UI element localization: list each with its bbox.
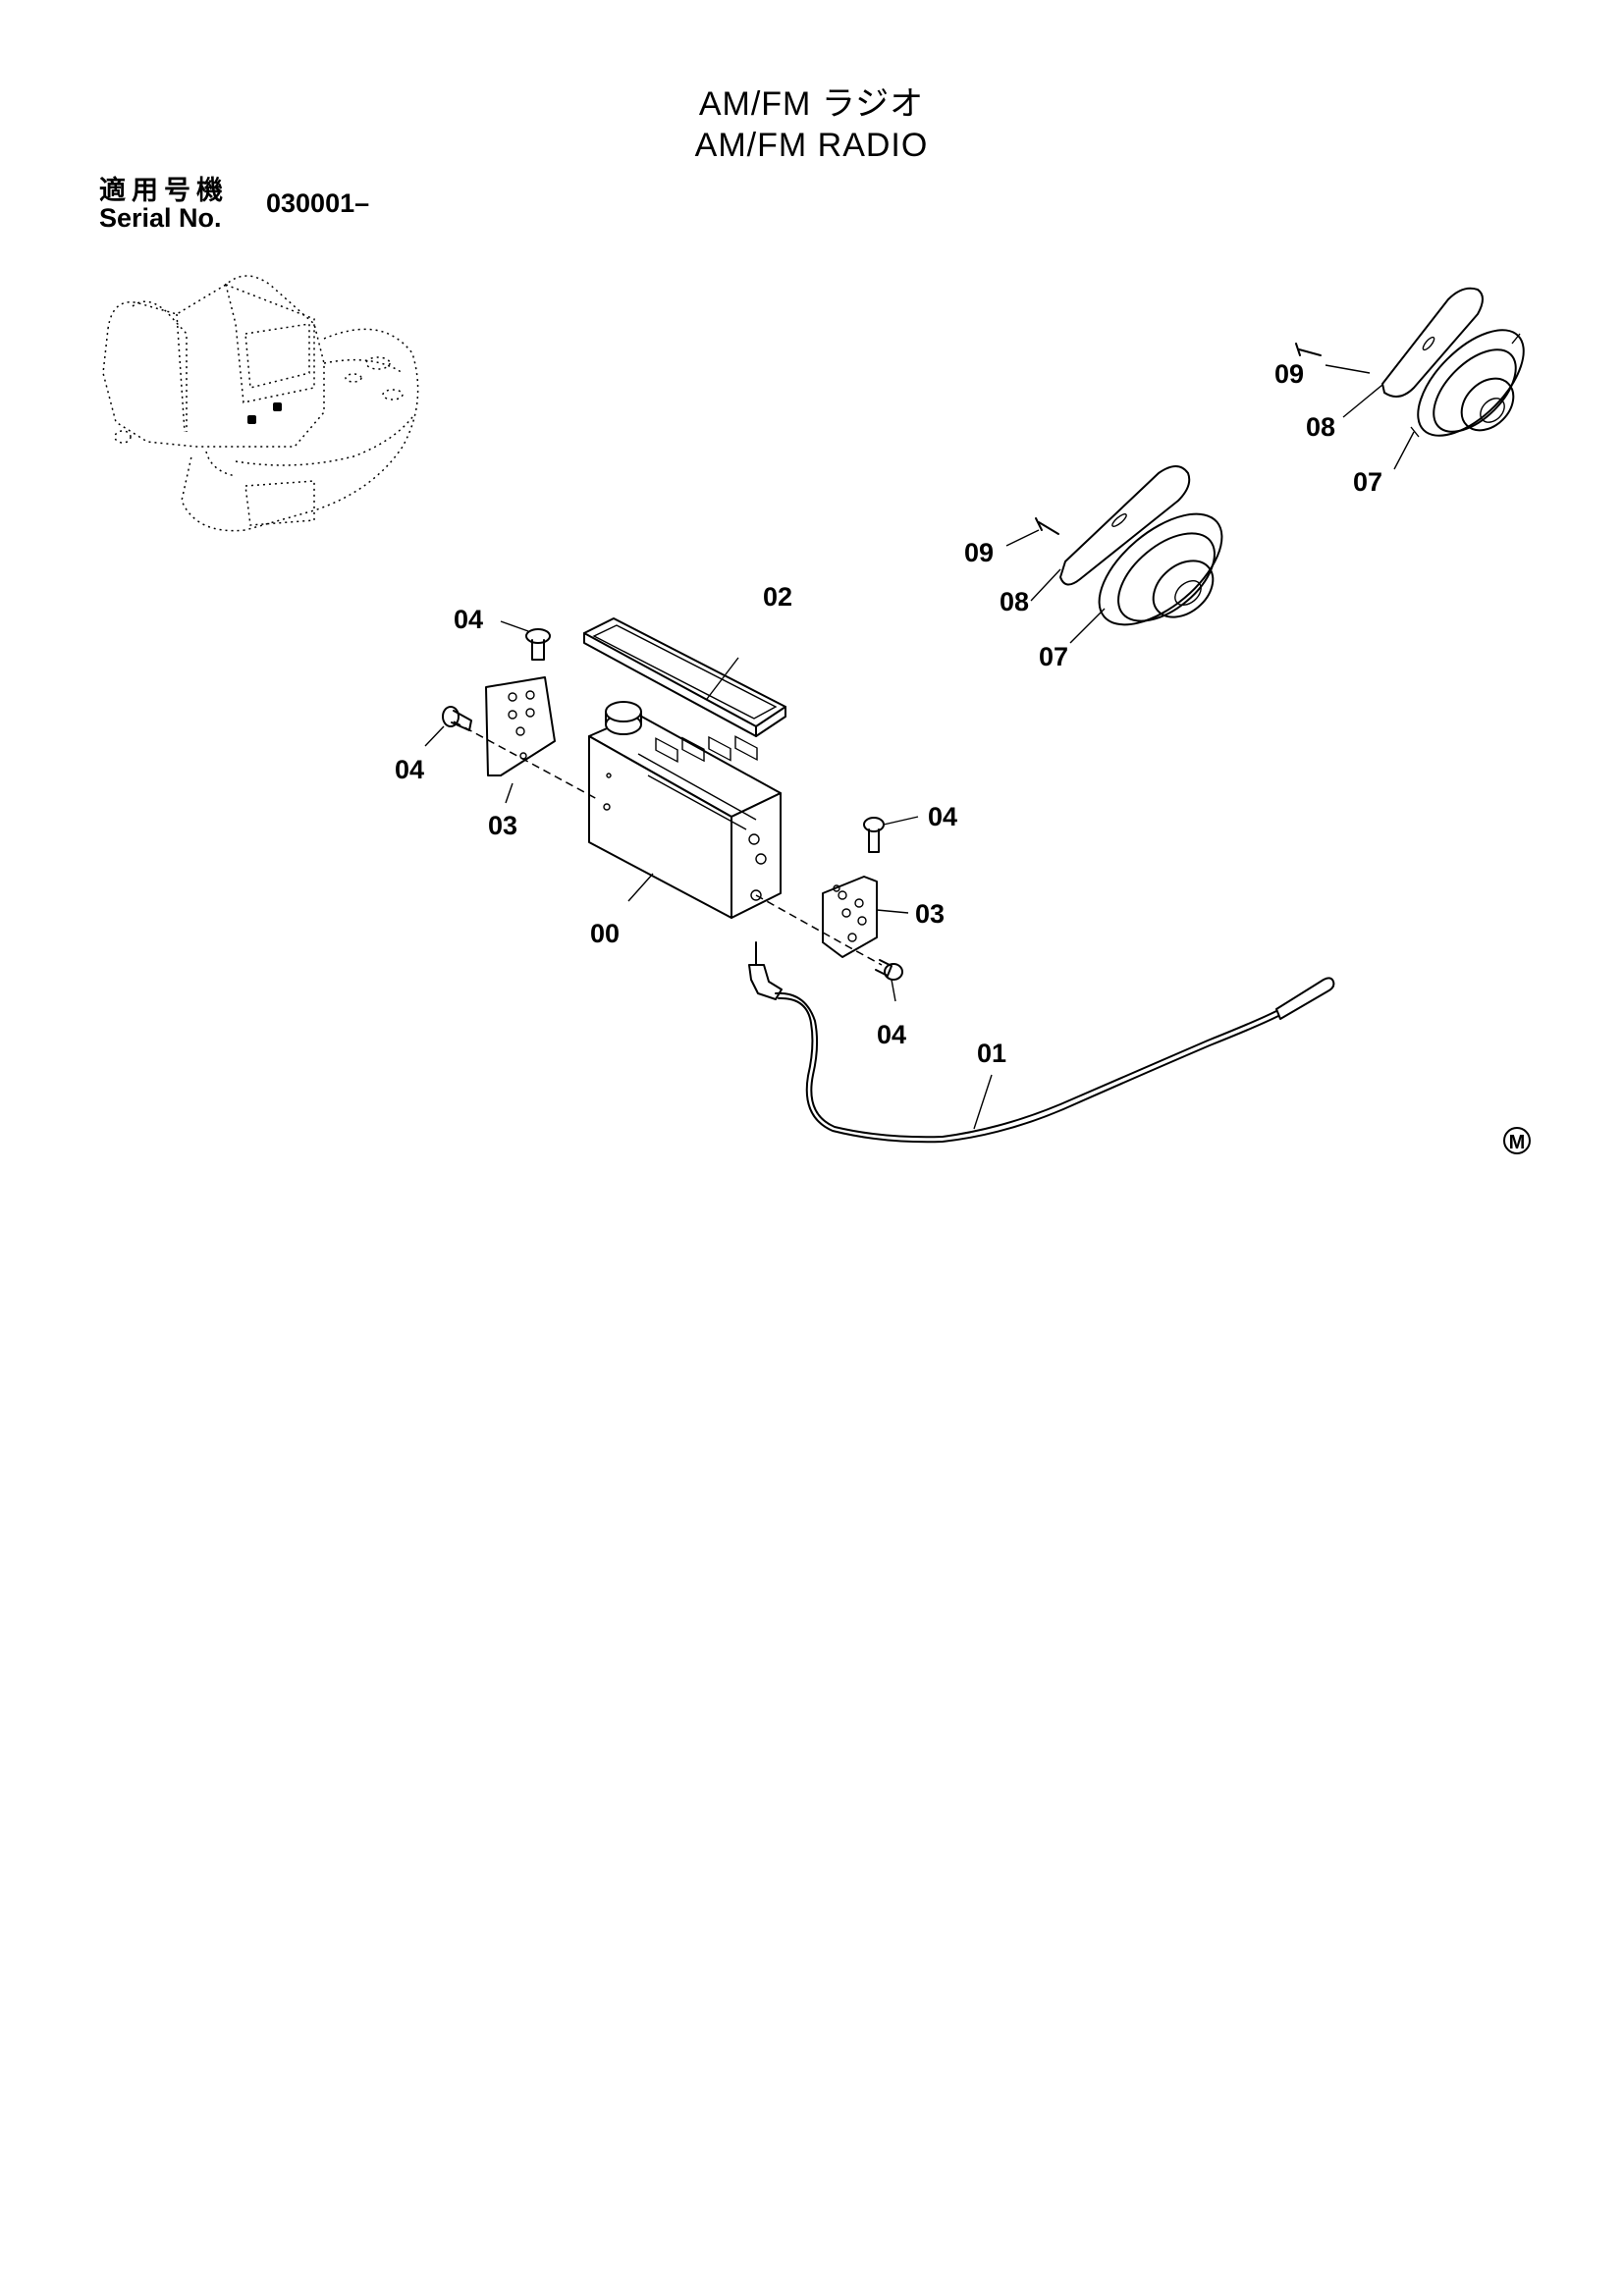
callout-08-upper: 08 — [1306, 412, 1335, 442]
callout-07-upper: 07 — [1353, 467, 1382, 497]
callout-labels: 00 01 02 03 03 04 04 04 04 07 08 09 07 0… — [395, 359, 1382, 1068]
antenna-cable — [748, 941, 1335, 1144]
callout-03-right: 03 — [915, 899, 945, 929]
screw-bottom-right — [875, 959, 903, 1002]
bracket-right — [822, 876, 909, 958]
callout-03-left: 03 — [488, 811, 517, 840]
callout-09-lower: 09 — [964, 538, 994, 567]
bracket-left — [485, 676, 556, 804]
callout-09-upper: 09 — [1274, 359, 1304, 389]
callout-00: 00 — [590, 919, 620, 948]
radio-cover-plate — [583, 617, 786, 737]
callout-04-mid-left: 04 — [395, 755, 424, 784]
mark-letter: M — [1509, 1132, 1526, 1153]
callout-04-top-left: 04 — [454, 605, 483, 634]
callout-leaders-lower — [1005, 529, 1106, 644]
serial-number-value: 030001– — [266, 188, 370, 218]
callout-08-lower: 08 — [1000, 587, 1029, 616]
callout-04-top-right: 04 — [928, 802, 957, 831]
centerline-left — [453, 721, 600, 801]
callout-04-bottom-right: 04 — [877, 1020, 906, 1049]
callout-02: 02 — [763, 582, 792, 612]
speaker-assembly-upper — [1295, 287, 1525, 438]
callout-07-lower: 07 — [1039, 642, 1068, 671]
screw-top-right — [863, 816, 919, 853]
callout-leaders-upper — [1325, 364, 1415, 470]
screw-mid-left — [424, 706, 472, 747]
serial-label-english: Serial No. — [99, 203, 222, 233]
centerline-right — [755, 894, 883, 966]
excavator-cab-illustration — [102, 275, 419, 532]
circled-m-mark: M — [1503, 1127, 1531, 1154]
screw-top-left — [500, 620, 551, 661]
radio-unit — [588, 701, 782, 919]
serial-label-japanese: 適用号機 — [99, 176, 229, 205]
speaker-assembly-lower — [1035, 465, 1223, 626]
callout-01: 01 — [977, 1039, 1006, 1068]
title-english: AM/FM RADIO — [694, 127, 929, 164]
title-japanese: AM/FM ラジオ — [698, 85, 925, 123]
